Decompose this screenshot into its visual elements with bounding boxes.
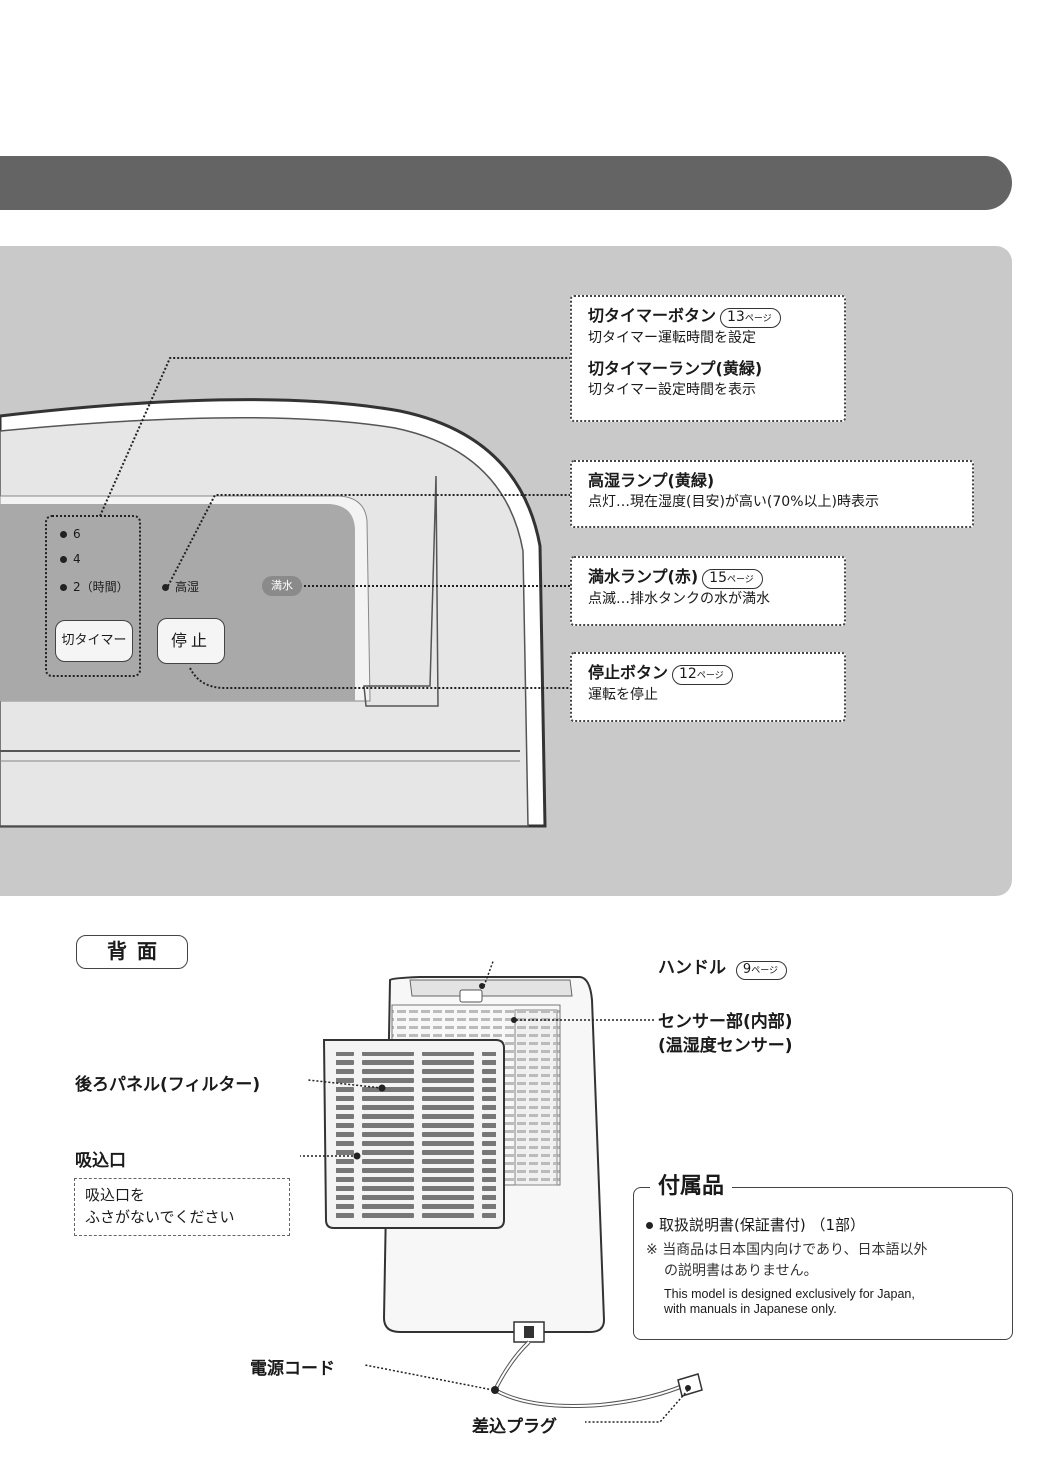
accessories-box: 付属品 取扱説明書(保証書付) （1部） ※ 当商品は日本国内向けであり、日本語… — [633, 1168, 1013, 1340]
control-panel-drawing — [0, 357, 570, 828]
label-plug: 差込プラグ — [472, 1417, 557, 1437]
accessory-note: ※ 当商品は日本国内向けであり、日本語以外 の説明書はありません。 — [646, 1242, 928, 1279]
humidity-lamp: 高湿 — [162, 578, 199, 595]
callout-humidity-lamp: 高湿ランプ(黄緑) 点灯…現在湿度(目安)が高い(70%以上)時表示 — [570, 460, 974, 528]
rear-device-drawing — [300, 960, 703, 1423]
section-header-bar — [0, 156, 1012, 210]
page-ref-13: 13ページ — [720, 308, 781, 328]
page-ref-15: 15ページ — [702, 569, 763, 589]
intake-warning-note: 吸込口を ふさがないでください — [74, 1178, 290, 1236]
rear-view-tag: 背面 — [76, 935, 188, 969]
full-water-lamp: 満水 — [262, 576, 302, 596]
timer-lamp-2: 2（時間） — [60, 578, 129, 595]
timer-off-button: 切タイマー — [55, 620, 133, 662]
label-intake: 吸込口 — [75, 1151, 126, 1171]
timer-lamp-6: 6 — [60, 527, 81, 541]
timer-lamp-4: 4 — [60, 552, 81, 566]
accessory-english-note: This model is designed exclusively for J… — [664, 1287, 915, 1316]
label-power-cord: 電源コード — [250, 1359, 335, 1379]
callout-full-lamp: 満水ランプ(赤)15ページ 点滅…排水タンクの水が満水 — [570, 556, 846, 626]
page-ref-9: 9ページ — [735, 961, 788, 980]
label-back-panel: 後ろパネル(フィルター) — [75, 1075, 261, 1095]
accessories-title: 付属品 — [650, 1168, 733, 1200]
accessory-item: 取扱説明書(保証書付) （1部） — [646, 1214, 1002, 1236]
label-sensor: センサー部(内部) (温湿度センサー) — [658, 1012, 793, 1056]
stop-button: 停止 — [157, 618, 225, 664]
label-handle: ハンドル 9ページ — [658, 953, 788, 980]
page-ref-12: 12ページ — [672, 665, 733, 685]
